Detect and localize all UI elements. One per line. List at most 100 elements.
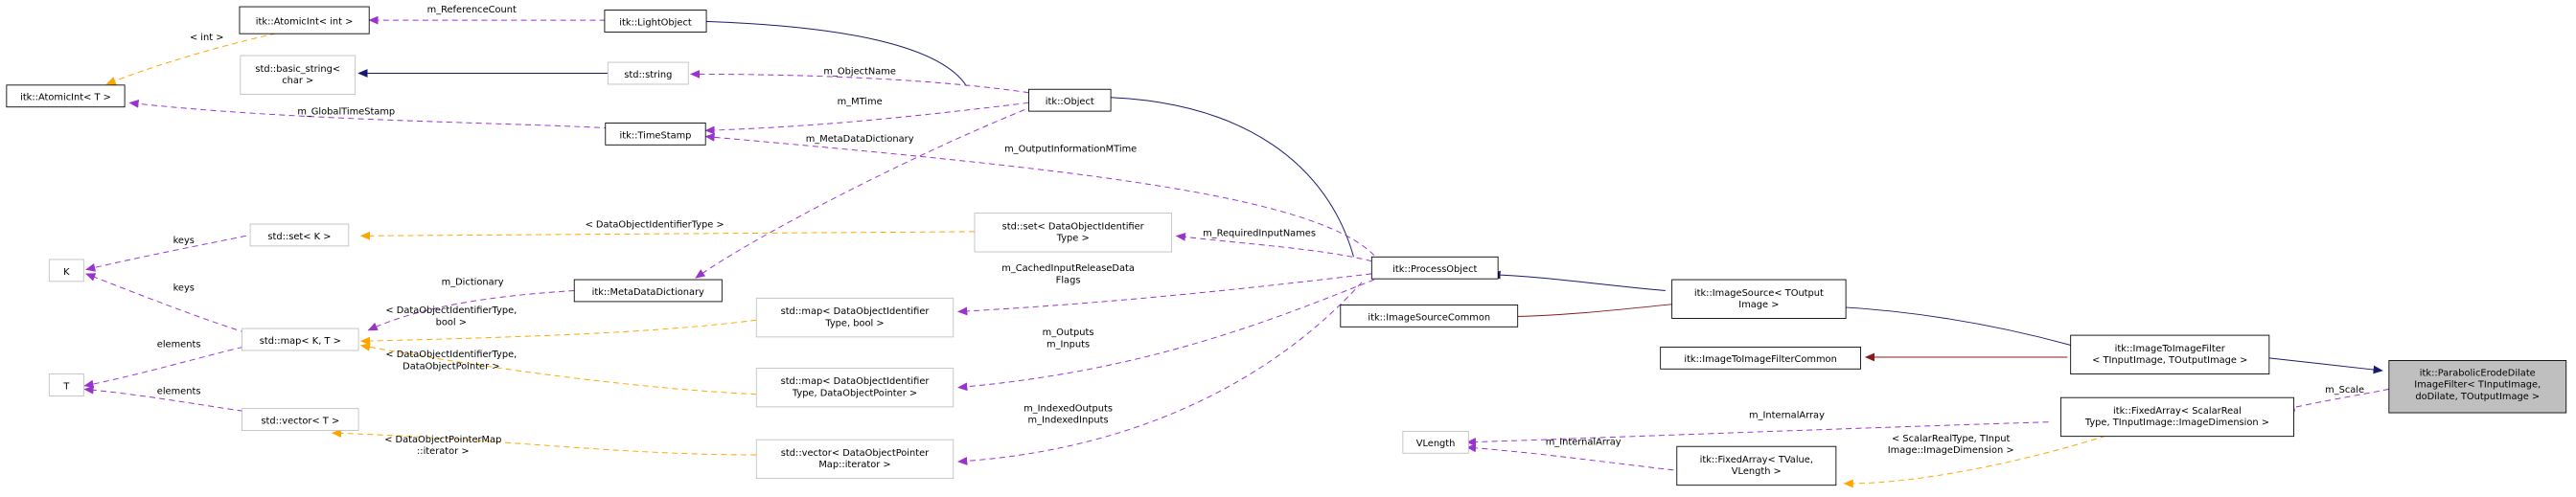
text-line: m_OutputInformationMTime — [1004, 144, 1137, 154]
node-t[interactable]: T — [48, 373, 84, 396]
edge-timestamp-to-object — [704, 102, 1029, 135]
node-imagetoimagefilter[interactable]: itk::ImageToImageFilter< TInputImage, TO… — [2070, 334, 2270, 375]
edge-vectorptr-to-processobject — [957, 282, 1363, 465]
svg-text:itk::AtomicInt< T >: itk::AtomicInt< T > — [20, 93, 111, 103]
svg-text:itk::TimeStamp: itk::TimeStamp — [620, 130, 692, 141]
edge-label-internalarray1: m_InternalArray — [1749, 410, 1825, 420]
svg-text:itk::MetaDataDictionary: itk::MetaDataDictionary — [592, 287, 704, 298]
text-line: elements — [157, 339, 201, 350]
text-line: itk::ParabolicErodeDilate — [2420, 368, 2536, 378]
edge-label-elements1: elements — [157, 339, 201, 350]
text-line: itk::LightObject — [619, 17, 692, 28]
text-line: m_Dictionary — [442, 277, 504, 287]
edge-label-ptrmapiter: < DataObjectPointerMap::iterator > — [384, 435, 501, 457]
text-line: m_Inputs — [1046, 339, 1090, 350]
text-line: m_MetaDataDictionary — [806, 134, 914, 145]
text-line: itk::ImageSourceCommon — [1368, 312, 1490, 323]
edge-processobject-to-imagesource — [1490, 270, 1666, 291]
text-line: m_Scale — [2325, 385, 2364, 395]
text-line: std::set< DataObjectIdentifier — [1002, 221, 1145, 232]
svg-text:std::map< DataObjectIdentifier: std::map< DataObjectIdentifierType, Data… — [781, 376, 931, 398]
text-line: T — [62, 381, 70, 392]
node-basic-string[interactable]: std::basic_string<char > — [240, 55, 356, 95]
edge-label-internalarray2: m_InternalArray — [1546, 437, 1622, 447]
edge-mapptr-to-processobject — [957, 279, 1375, 392]
text-line: itk::ImageToImageFilterCommon — [1684, 354, 1836, 365]
node-timestamp[interactable]: itk::TimeStamp — [605, 122, 706, 146]
text-line: < TInputImage, TOutputImage > — [2092, 355, 2247, 366]
svg-text:K: K — [63, 267, 70, 278]
text-line: std::set< K > — [267, 232, 331, 242]
node-set-k[interactable]: std::set< K > — [249, 223, 350, 247]
svg-text:std::map< DataObjectIdentifier: std::map< DataObjectIdentifierType, bool… — [781, 306, 931, 328]
node-atomicint-t[interactable]: itk::AtomicInt< T > — [6, 84, 126, 108]
text-line: ::iterator > — [417, 446, 470, 457]
node-atomicint-int[interactable]: itk::AtomicInt< int > — [239, 6, 370, 34]
text-line: m_ObjectName — [823, 66, 896, 77]
node-k[interactable]: K — [48, 259, 84, 282]
text-line: m_Outputs — [1043, 328, 1094, 338]
node-metadatadictionary[interactable]: itk::MetaDataDictionary — [573, 279, 723, 303]
text-line: itk::AtomicInt< int > — [256, 16, 354, 27]
edge-string-to-object — [689, 70, 1029, 94]
edge-setdoid-to-processobject — [1175, 233, 1372, 262]
svg-text:itk::AtomicInt< int >: itk::AtomicInt< int > — [256, 16, 354, 27]
text-line: std::vector< DataObjectPointer — [781, 448, 930, 459]
text-line: itk::FixedArray< TValue, — [1700, 455, 1813, 465]
node-processobject[interactable]: itk::ProcessObject — [1370, 256, 1499, 280]
node-imagetoimagefiltercommon[interactable]: itk::ImageToImageFilterCommon — [1660, 346, 1861, 370]
text-line: < DataObjectIdentifierType, — [385, 305, 517, 316]
text-line: std::map< DataObjectIdentifier — [781, 376, 931, 387]
text-line: Type, DataObjectPointer > — [792, 388, 917, 398]
edge-label-keys1: keys — [173, 236, 195, 246]
text-line: std::string — [624, 70, 672, 80]
svg-text:std::vector< T >: std::vector< T > — [261, 416, 339, 426]
edge-label-mtime: m_MTime — [838, 97, 883, 107]
text-line: m_CachedInputReleaseData — [1001, 263, 1135, 274]
edge-label-doidbool: < DataObjectIdentifierType,bool > — [385, 305, 517, 328]
edge-imagesourcecommon-to-imagesource — [1506, 304, 1674, 321]
text-line: char > — [282, 76, 313, 86]
svg-text:std::vector< DataObjectPointer: std::vector< DataObjectPointerMap::itera… — [781, 448, 930, 470]
node-fixedarray-tvalue[interactable]: itk::FixedArray< TValue,VLength > — [1676, 445, 1837, 486]
edge-object-to-processobject — [1086, 92, 1354, 258]
node-string[interactable]: std::string — [607, 61, 689, 85]
text-line: ImageFilter< TInputImage, — [2414, 380, 2541, 391]
text-line: Image > — [1738, 300, 1779, 310]
svg-text:itk::ProcessObject: itk::ProcessObject — [1392, 264, 1477, 275]
edge-lightobject-to-object — [689, 16, 967, 86]
svg-text:itk::ImageSource< TOutputImage: itk::ImageSource< TOutputImage > — [1694, 288, 1824, 310]
svg-text:std::string: std::string — [624, 70, 672, 80]
node-vector-t[interactable]: std::vector< T > — [242, 408, 359, 431]
node-imagesourcecommon[interactable]: itk::ImageSourceCommon — [1340, 304, 1519, 328]
edge-label-requiredinputnames: m_RequiredInputNames — [1203, 228, 1316, 238]
svg-text:itk::ImageSourceCommon: itk::ImageSourceCommon — [1368, 312, 1490, 323]
svg-text:itk::ImageToImageFilter< TInpu: itk::ImageToImageFilter< TInputImage, TO… — [2092, 344, 2247, 366]
node-vlength[interactable]: VLength — [1402, 430, 1469, 454]
svg-text:itk::FixedArray< ScalarRealTyp: itk::FixedArray< ScalarRealType, TInputI… — [2084, 406, 2269, 428]
node-lightobject[interactable]: itk::LightObject — [604, 10, 707, 33]
svg-text:itk::FixedArray< TValue,VLengt: itk::FixedArray< TValue,VLength > — [1700, 455, 1813, 477]
node-object[interactable]: itk::Object — [1028, 88, 1112, 112]
edge-label-dictionary: m_Dictionary — [442, 277, 504, 287]
svg-text:itk::LightObject: itk::LightObject — [619, 17, 692, 28]
text-line: m_InternalArray — [1749, 410, 1825, 420]
node-map-kt[interactable]: std::map< K, T > — [242, 328, 359, 351]
text-line: itk::ImageSource< TOutput — [1694, 288, 1824, 299]
text-line: std::basic_string< — [255, 64, 340, 75]
text-line: itk::Object — [1046, 97, 1094, 107]
text-line: std::map< K, T > — [260, 336, 341, 347]
edge-label-keys2: keys — [173, 282, 195, 293]
edge-i2ifilter-to-main — [2268, 357, 2383, 374]
edge-label-doidptr: < DataObjectIdentifierType,DataObjectPoi… — [385, 350, 517, 372]
